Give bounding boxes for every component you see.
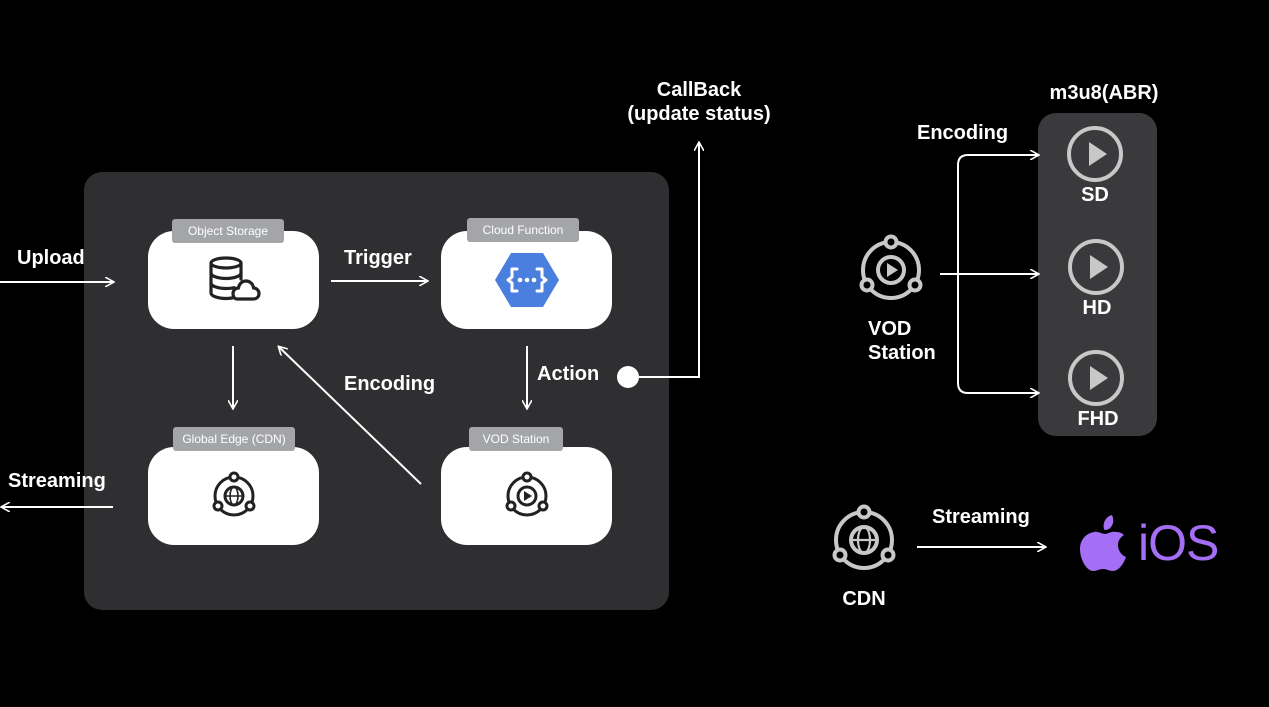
sd-play-icon[interactable] — [1066, 125, 1124, 183]
vod-station-line2: Station — [868, 342, 936, 364]
apple-icon — [1080, 515, 1126, 571]
encoding-label-left: Encoding — [344, 373, 436, 395]
global-edge-node[interactable] — [148, 447, 319, 545]
vod-station-icon — [859, 234, 923, 300]
trigger-label: Trigger — [344, 247, 412, 269]
globe-orbit-icon — [212, 471, 255, 517]
upload-label: Upload — [17, 247, 85, 269]
callback-arrow — [639, 143, 699, 378]
vod-station-label: VOD Station — [850, 317, 956, 365]
vod-station-node[interactable] — [441, 447, 612, 545]
streaming-label-left: Streaming — [8, 470, 106, 492]
cdn-label: CDN — [842, 588, 886, 610]
quality-label-fhd: FHD — [1077, 408, 1119, 430]
quality-label-sd: SD — [1081, 184, 1109, 206]
encoding-to-sd-arrow — [940, 155, 1038, 275]
cloud-function-node[interactable] — [441, 231, 612, 329]
vod-station-line1: VOD — [868, 318, 912, 340]
encoding-to-fhd-arrow — [957, 274, 1038, 393]
streaming-label-right: Streaming — [932, 506, 1030, 528]
play-orbit-icon — [505, 471, 548, 517]
hd-play-icon[interactable] — [1067, 238, 1125, 296]
cloud-function-icon — [494, 253, 559, 307]
callback-label: CallBack (update status) — [614, 78, 784, 126]
object-storage-tag: Object Storage — [172, 219, 284, 243]
callback-label-line2: (update status) — [627, 103, 771, 125]
cloud-function-tag: Cloud Function — [467, 218, 579, 242]
encoding-label-right: Encoding — [917, 122, 1009, 144]
database-cloud-icon — [208, 256, 261, 301]
cdn-icon — [832, 504, 896, 570]
callback-label-line1: CallBack — [656, 79, 742, 101]
vod-station-tag: VOD Station — [469, 427, 563, 451]
fhd-play-icon[interactable] — [1067, 349, 1125, 407]
action-label: Action — [537, 363, 600, 385]
quality-label-hd: HD — [1082, 297, 1112, 319]
encoding-back-arrow — [279, 347, 422, 485]
global-edge-tag: Global Edge (CDN) — [173, 427, 295, 451]
ios-label: iOS — [1138, 515, 1219, 571]
abr-title: m3u8(ABR) — [1049, 82, 1159, 104]
action-dot — [617, 366, 639, 388]
object-storage-node[interactable] — [148, 231, 319, 329]
